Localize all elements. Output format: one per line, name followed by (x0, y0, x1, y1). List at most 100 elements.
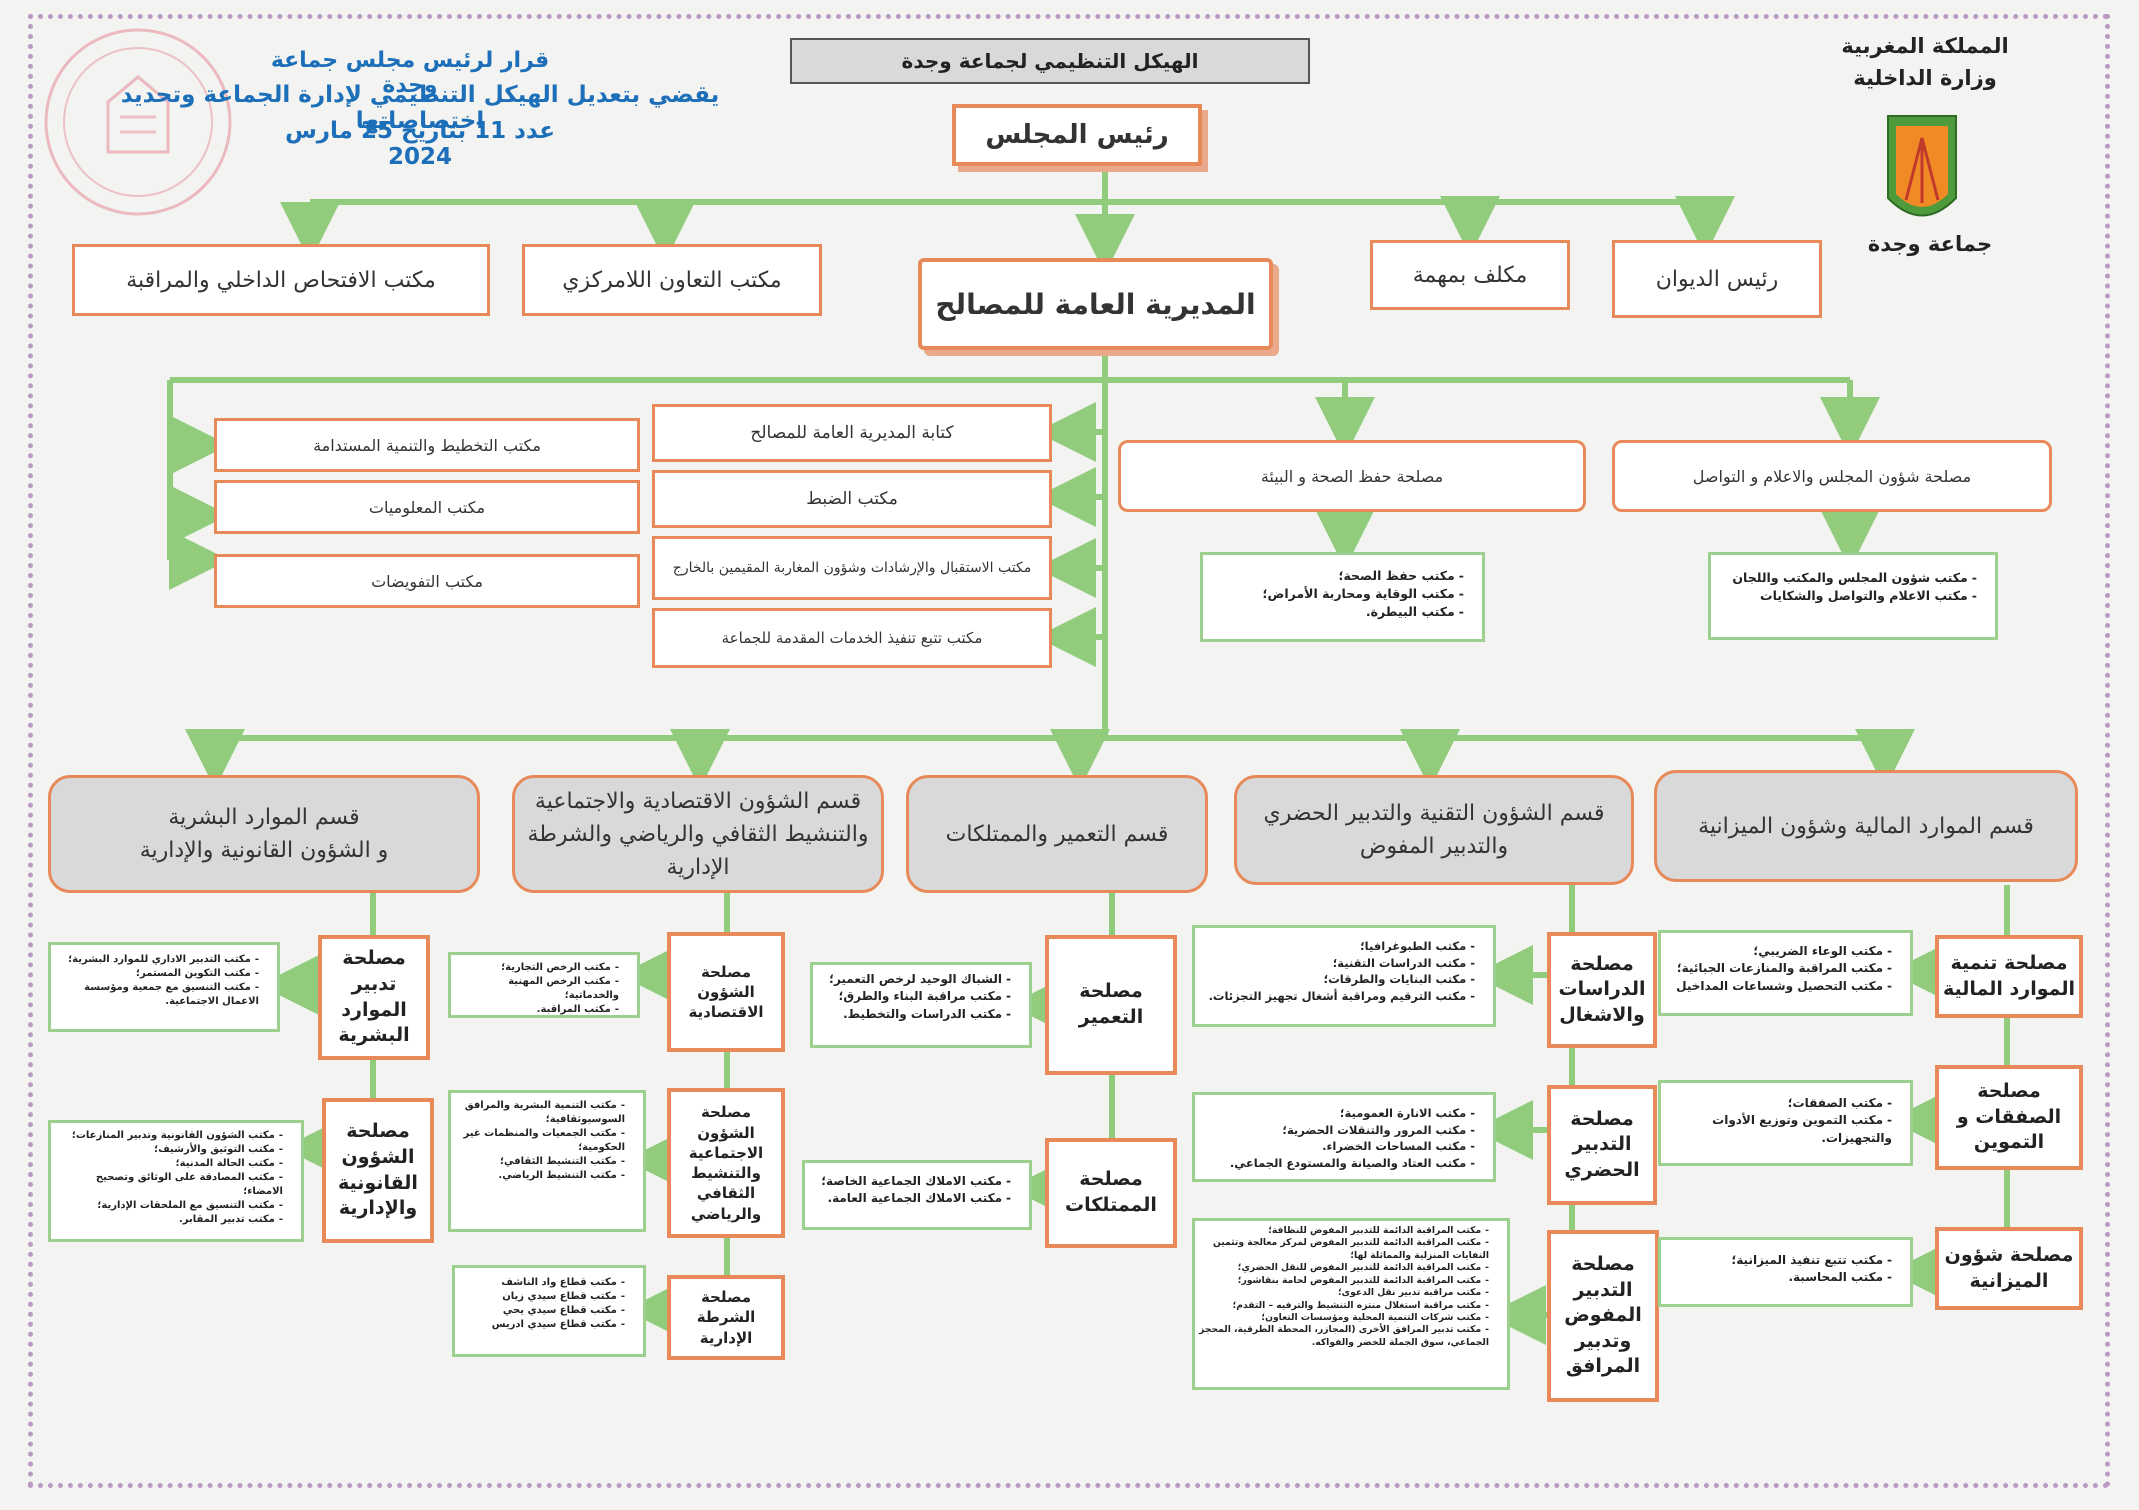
service-hr-management: مصلحة تدبير الموارد البشرية (318, 935, 430, 1060)
admin-police-offices: مكتب قطاع واد الناشف مكتب قطاع سيدي زيان… (452, 1265, 646, 1357)
office-item: مكتب تدبير المرافق الأخرى (المجازر، المح… (1199, 1324, 1489, 1349)
office-item: مكتب المراقبة الدائمة للتدبير المفوض لمر… (1199, 1237, 1489, 1262)
urban-management-offices: مكتب الانارة العمومية؛ مكتب المرور والتن… (1192, 1092, 1496, 1182)
planning-office-box: مكتب التخطيط والتنمية المستدامة (214, 418, 640, 472)
office-item: مكتب المراقبة الدائمة للتدبير المفوض للن… (1199, 1225, 1489, 1237)
decision-line2: يقضي بتعديل الهيكل التنظيمي لإدارة الجما… (120, 82, 720, 134)
ministry-label: وزارة الداخلية (1853, 66, 1997, 90)
budget-offices: مكتب تتبع تنفيذ الميزانية؛ مكتب المحاسبة… (1658, 1237, 1913, 1307)
office-item: مكتب المراقبة والمنازعات الجبائية؛ (1665, 960, 1892, 977)
service-properties: مصلحة الممتلكات (1045, 1138, 1177, 1248)
office-item: مكتب المصادقة على الوثائق وتصحيح الامضاء… (55, 1171, 283, 1199)
office-item: مكتب التنسيق مع جمعية ومؤسسة الاعمال الا… (55, 981, 259, 1009)
office-item: مكتب الاعلام والتواصل والشكايات (1715, 587, 1977, 605)
office-item: مكتب التنمية البشرية والمرافق السوسيوثقا… (455, 1099, 625, 1127)
office-item: مكتب حفظ الصحة؛ (1207, 567, 1464, 585)
office-item: مكتب التنشيط الثقافي؛ (455, 1155, 625, 1169)
division-subtitle: والتدبير المفوض (1359, 834, 1509, 859)
division-title: قسم الموارد المالية وشؤون الميزانية (1698, 813, 2034, 839)
division-title: قسم الموارد البشرية (168, 805, 360, 830)
decision-line3: عدد 11 بتاريخ 25 مارس 2024 (285, 118, 555, 170)
health-service-box: مصلحة حفظ الصحة و البيئة (1118, 440, 1586, 512)
office-item: مكتب الجمعيات والمنظمات غير الحكومية؛ (455, 1127, 625, 1155)
mission-officer-box: مكلف بمهمة (1370, 240, 1570, 310)
registry-office-box: مكتب الضبط (652, 470, 1052, 528)
office-item: مكتب قطاع سيدي زيان (459, 1290, 625, 1304)
office-item: مكتب الطبوغرافيا؛ (1199, 938, 1475, 955)
office-item: مكتب المرور والتنقلات الحضرية؛ (1199, 1122, 1475, 1139)
office-item: مكتب شركات التنمية المحلية ومؤسسات التعا… (1199, 1312, 1489, 1324)
office-item: الشباك الوحيد لرخص التعمير؛ (817, 971, 1011, 988)
office-item: مكتب الشؤون القانونية وتدبير المنازعات؛ (55, 1129, 283, 1143)
division-title: قسم الشؤون الاقتصادية والاجتماعية (534, 788, 862, 814)
dgs-secretariat-box: كتابة المديرية العامة للمصالح (652, 404, 1052, 462)
it-office-box: مكتب المعلوميات (214, 480, 640, 534)
office-item: مكتب الاملاك الجماعية العامة. (809, 1190, 1011, 1207)
office-item: مكتب قطاع سيدي يحي (459, 1304, 625, 1318)
reception-office-box: مكتب الاستقبال والإرشادات وشؤون المغاربة… (652, 536, 1052, 600)
council-service-box: مصلحة شؤون المجلس والاعلام و التواصل (1612, 440, 2052, 512)
office-item: مكتب المراقبة الدائمة للتدبير المفوض لحا… (1199, 1275, 1489, 1287)
office-item: مكتب تدبير المقابر. (55, 1213, 283, 1227)
division-subtitle: و الشؤون القانونية والإدارية (139, 838, 389, 863)
council-offices-list: مكتب شؤون المجلس والمكتب واللجان مكتب ال… (1708, 552, 1998, 640)
service-urbanism: مصلحة التعمير (1045, 935, 1177, 1075)
office-item: مكتب شؤون المجلس والمكتب واللجان (1715, 569, 1977, 587)
kingdom-label: المملكة المغربية (1841, 34, 2009, 58)
office-item: مكتب الدراسات والتخطيط. (817, 1006, 1011, 1023)
properties-offices: مكتب الاملاك الجماعية الخاصة؛ مكتب الامل… (802, 1160, 1032, 1230)
office-item: مكتب التنشيط الرياضي. (455, 1169, 625, 1183)
legal-admin-offices: مكتب الشؤون القانونية وتدبير المنازعات؛ … (48, 1120, 304, 1242)
service-financial-resources: مصلحة تنمية الموارد المالية (1935, 935, 2083, 1018)
office-item: مكتب العتاد والصيانة والمستودع الجماعي. (1199, 1155, 1475, 1172)
office-item: مكتب الوقاية ومحاربة الأمراض؛ (1207, 585, 1464, 603)
health-offices-list: مكتب حفظ الصحة؛ مكتب الوقاية ومحاربة الأ… (1200, 552, 1485, 642)
services-followup-office-box: مكتب تتبع تنفيذ الخدمات المقدمة للجماعة (652, 608, 1052, 668)
division-urbanism: قسم التعمير والممتلكات (906, 775, 1208, 893)
procurement-offices: مكتب الصفقات؛ مكتب التموين وتوزيع الأدوا… (1658, 1080, 1913, 1166)
official-stamp-icon (44, 28, 232, 216)
office-item: مكتب قطاع سيدي ادريس (459, 1318, 625, 1332)
cooperation-office-box: مكتب التعاون اللامركزي (522, 244, 822, 316)
division-hr: قسم الموارد البشرية و الشؤون القانونية و… (48, 775, 480, 893)
service-urban-management: مصلحة التدبير الحضري (1547, 1085, 1657, 1205)
office-item: مكتب الانارة العمومية؛ (1199, 1105, 1475, 1122)
office-item: مكتب الرخص التجارية؛ (455, 961, 619, 975)
audit-office-box: مكتب الافتحاص الداخلي والمراقبة (72, 244, 490, 316)
service-legal-admin: مصلحة الشؤون القانونية والإدارية (322, 1098, 434, 1243)
division-title: قسم الشؤون التقنية والتدبير الحضري (1263, 801, 1605, 826)
general-directorate-box: المديرية العامة للمصالح (918, 258, 1273, 350)
service-delegated-management: مصلحة التدبير المفوض وتدبير المرافق (1547, 1230, 1659, 1402)
office-item: مكتب الصفقات؛ (1665, 1095, 1892, 1112)
office-item: مكتب التموين وتوزيع الأدوات والتجهيزات. (1665, 1112, 1892, 1147)
division-finance: قسم الموارد المالية وشؤون الميزانية (1654, 770, 2078, 882)
urbanism-offices: الشباك الوحيد لرخص التعمير؛ مكتب مراقبة … (810, 962, 1032, 1048)
office-item: مكتب المراقبة الدائمة للتدبير المفوض للن… (1199, 1262, 1489, 1274)
commune-emblem-icon (1887, 115, 1957, 217)
office-item: مكتب التدبير الاداري للموارد البشرية؛ (55, 953, 259, 967)
office-item: مكتب مراقبة استغلال منتزه التنشيط والترف… (1199, 1300, 1489, 1312)
office-item: مكتب المحاسبة. (1665, 1269, 1892, 1286)
office-item: مكتب المراقبة. (455, 1003, 619, 1017)
cabinet-head-box: رئيس الديوان (1612, 240, 1822, 318)
office-item: مكتب التوثيق والأرشيف؛ (55, 1143, 283, 1157)
office-item: مكتب المساحات الخضراء. (1199, 1138, 1475, 1155)
delegated-management-offices: مكتب المراقبة الدائمة للتدبير المفوض للن… (1192, 1218, 1510, 1390)
office-item: مكتب التنسيق مع الملحقات الإدارية؛ (55, 1199, 283, 1213)
economic-affairs-offices: مكتب الرخص التجارية؛ مكتب الرخص المهنية … (448, 952, 640, 1018)
decision-line1: قرار لرئيس مجلس جماعة وجدة (270, 48, 550, 98)
office-item: مكتب التحصيل وشساعات المداخيل (1665, 978, 1892, 995)
division-economic: قسم الشؤون الاقتصادية والاجتماعية والتنش… (512, 775, 884, 893)
office-item: مكتب البنايات والطرقات؛ (1199, 971, 1475, 988)
office-item: مكتب التكوين المستمر؛ (55, 967, 259, 981)
commune-label: جماعة وجدة (1867, 232, 1993, 256)
service-budget: مصلحة شؤون الميزانية (1935, 1227, 2083, 1310)
service-admin-police: مصلحة الشرطة الإدارية (667, 1275, 785, 1360)
service-procurement: مصلحة الصفقات و التموين (1935, 1065, 2083, 1170)
delegations-office-box: مكتب التفويضات (214, 554, 640, 608)
page-border (28, 14, 2110, 1488)
financial-resources-offices: مكتب الوعاء الضريبي؛ مكتب المراقبة والمن… (1658, 930, 1913, 1016)
division-technical: قسم الشؤون التقنية والتدبير الحضري والتد… (1234, 775, 1634, 885)
office-item: مكتب الاملاك الجماعية الخاصة؛ (809, 1173, 1011, 1190)
